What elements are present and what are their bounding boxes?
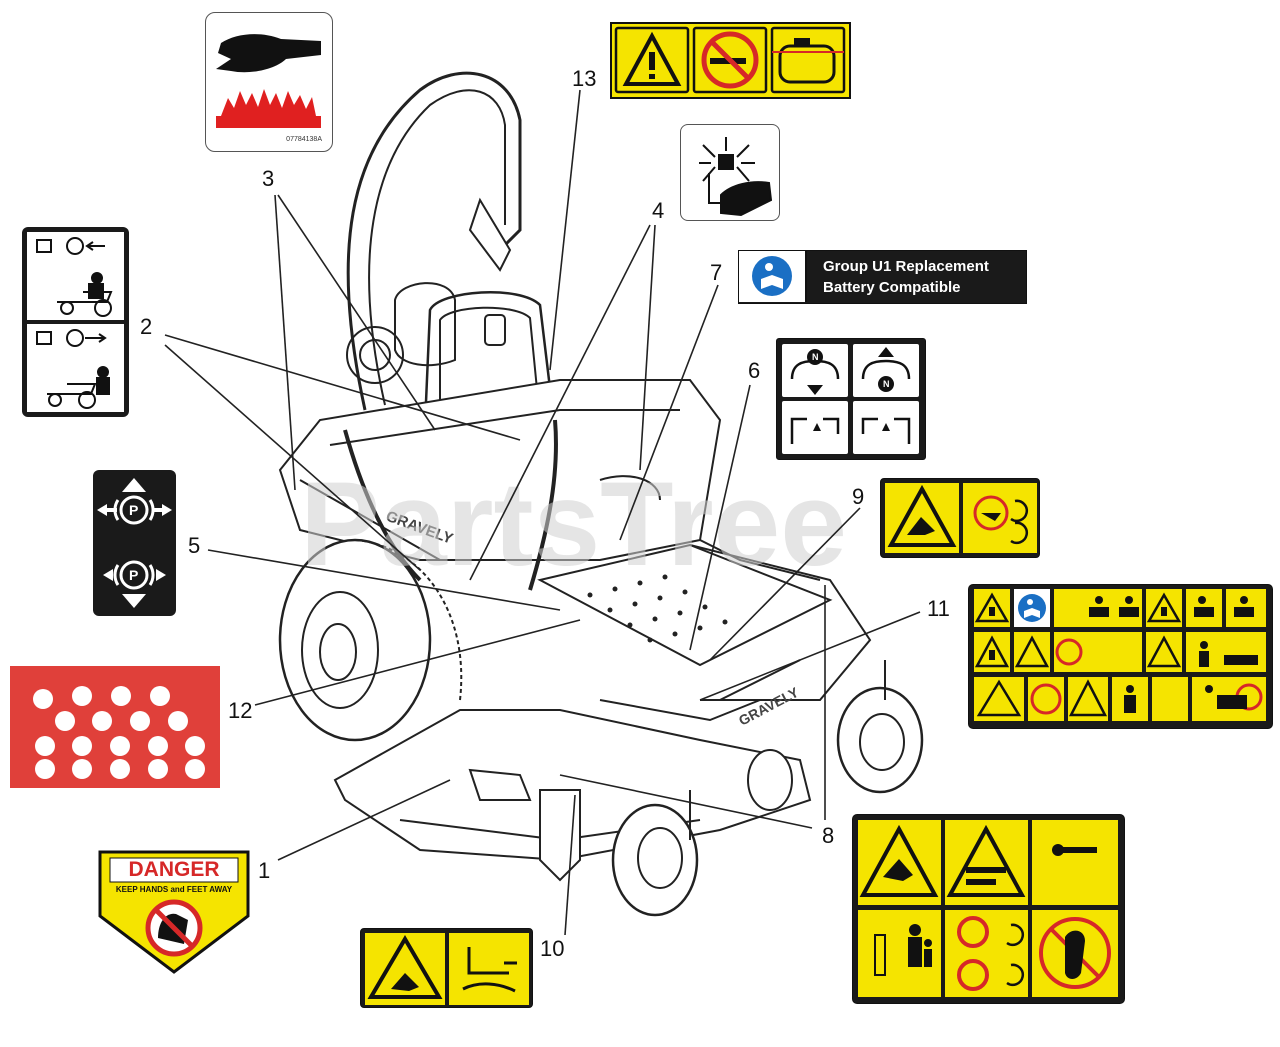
warning-triangle-icon: [622, 31, 682, 86]
decal-2-rops: [22, 227, 129, 417]
danger-subtitle: KEEP HANDS and FEET AWAY: [115, 885, 233, 894]
arrow-up-icon: [122, 478, 146, 492]
battery-text-line2: Battery Compatible: [823, 279, 961, 296]
warning-triangle-icon: [859, 824, 939, 897]
decal-moving-parts: [680, 124, 780, 221]
callout-11: 11: [927, 596, 950, 621]
hand-icon: [216, 34, 321, 73]
svg-text:P: P: [129, 567, 138, 583]
read-manual-icon: [1018, 594, 1046, 622]
callout-8: 8: [822, 823, 835, 848]
callout-4: 4: [652, 198, 665, 223]
svg-text:P: P: [129, 502, 138, 518]
callout-7: 7: [710, 260, 723, 285]
callout-1: 1: [258, 858, 271, 883]
callout-10: 10: [540, 936, 565, 961]
no-foot-icon: [1039, 917, 1111, 989]
watermark: PartsTree: [300, 457, 847, 591]
fuel-tank-icon: [772, 38, 844, 84]
decal-13-fuel-warning: [610, 22, 851, 99]
no-smoking-icon: [701, 31, 759, 89]
warning-triangle-icon: [887, 484, 957, 547]
warning-triangle-icon: [367, 935, 443, 999]
callout-9: 9: [852, 484, 865, 509]
decal-hot-surface: 07784138A: [205, 12, 333, 152]
warning-triangle-icon: [946, 824, 1026, 897]
parking-brake-icon: [119, 495, 149, 525]
no-hand-icon: [145, 899, 203, 957]
mower-illustration: [278, 71, 924, 917]
read-manual-icon: [752, 256, 792, 296]
svg-text:N: N: [883, 379, 890, 389]
callout-5: 5: [188, 533, 201, 558]
arrow-down-icon: [122, 594, 146, 608]
danger-title: DANGER: [128, 858, 220, 881]
leader-lines: [164, 89, 921, 936]
hand-icon: [720, 181, 773, 217]
decal-10-hazard: [360, 928, 533, 1008]
callout-3: 3: [262, 166, 275, 191]
callout-6: 6: [748, 358, 761, 383]
decal-12-height-of-cut: [10, 666, 220, 788]
decal-8-safety-grid: [852, 814, 1125, 1004]
decal-battery-compatible: Group U1 Replacement Battery Compatible: [738, 250, 1027, 304]
rops-down-icon: [36, 329, 110, 409]
decal-1-danger: DANGER KEEP HANDS and FEET AWAY: [96, 848, 252, 976]
callout-2: 2: [140, 314, 153, 339]
svg-text:N: N: [812, 352, 819, 362]
rops-up-icon: [36, 237, 113, 317]
callout-12: 12: [228, 698, 253, 723]
gears-icon: [699, 137, 755, 182]
neutral-icon: [807, 349, 823, 365]
callout-13: 13: [572, 66, 597, 91]
decal-code: 07784138A: [286, 136, 322, 143]
decal-9-blade-hazard: [880, 478, 1040, 558]
flames-icon: [216, 89, 321, 128]
battery-text-line1: Group U1 Replacement: [823, 258, 989, 275]
decal-11-safety-grid: [968, 584, 1273, 729]
